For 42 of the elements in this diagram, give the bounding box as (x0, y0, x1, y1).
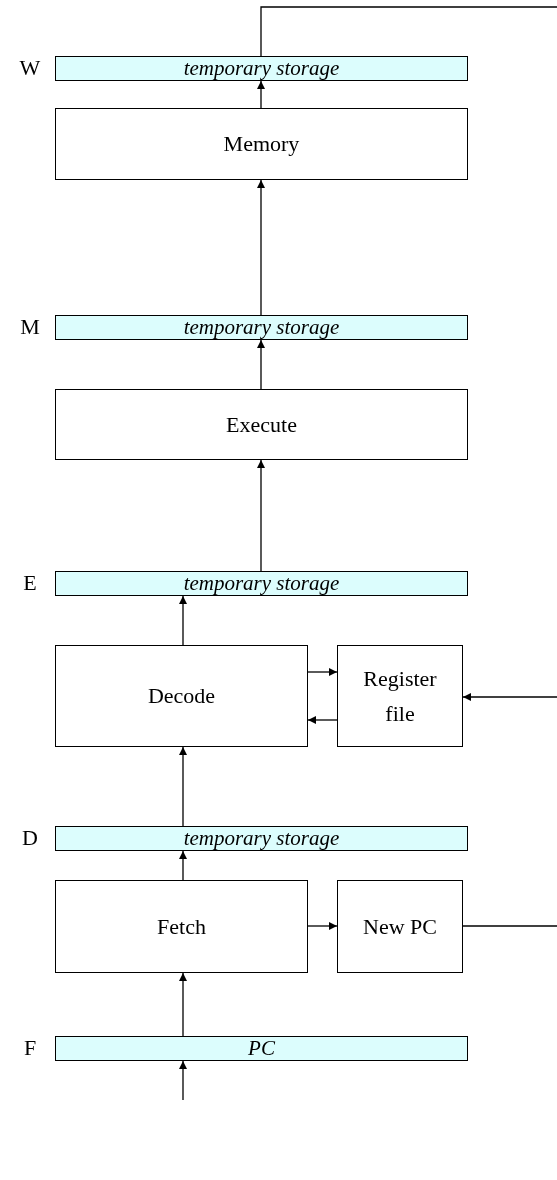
arrow (257, 179, 265, 316)
register-file-box (337, 645, 463, 747)
node-label: Decode (147, 682, 216, 711)
arrow (307, 668, 338, 676)
node-label: New PC (362, 912, 438, 941)
node-label: temporary storage (183, 54, 340, 82)
node-label: Execute (226, 410, 297, 439)
stage-letter: E (22, 569, 38, 596)
connector-line (462, 925, 557, 927)
node-label: Register file (362, 664, 438, 728)
arrow (257, 459, 265, 572)
pipeline-register (55, 826, 468, 851)
stage-box (55, 108, 468, 180)
pipeline-register (55, 571, 468, 596)
stage-letter: D (21, 824, 39, 851)
arrow (257, 80, 265, 109)
node-label: Fetch (157, 912, 206, 941)
node-label: PC (248, 1034, 275, 1062)
pipeline-register (55, 56, 468, 81)
pipeline-register (55, 315, 468, 340)
stage-box (55, 389, 468, 460)
arrow (179, 972, 187, 1037)
stage-box (337, 880, 463, 973)
stage-box (55, 880, 308, 973)
node-label: temporary storage (183, 824, 340, 852)
node-label: temporary storage (183, 313, 340, 341)
stage-letter: W (18, 54, 42, 81)
connector-line (260, 6, 557, 57)
arrow (179, 1060, 187, 1101)
stage-letter: M (19, 313, 41, 340)
arrow (462, 693, 557, 701)
stage-letter: F (22, 1034, 38, 1061)
arrow (179, 850, 187, 881)
arrow (307, 922, 338, 930)
stage-box (55, 645, 308, 747)
node-label: Memory (223, 130, 300, 159)
arrow (307, 716, 338, 724)
pipeline-register (55, 1036, 468, 1061)
arrow (179, 746, 187, 827)
arrow (179, 595, 187, 646)
arrow (257, 339, 265, 390)
node-label: temporary storage (183, 569, 340, 597)
